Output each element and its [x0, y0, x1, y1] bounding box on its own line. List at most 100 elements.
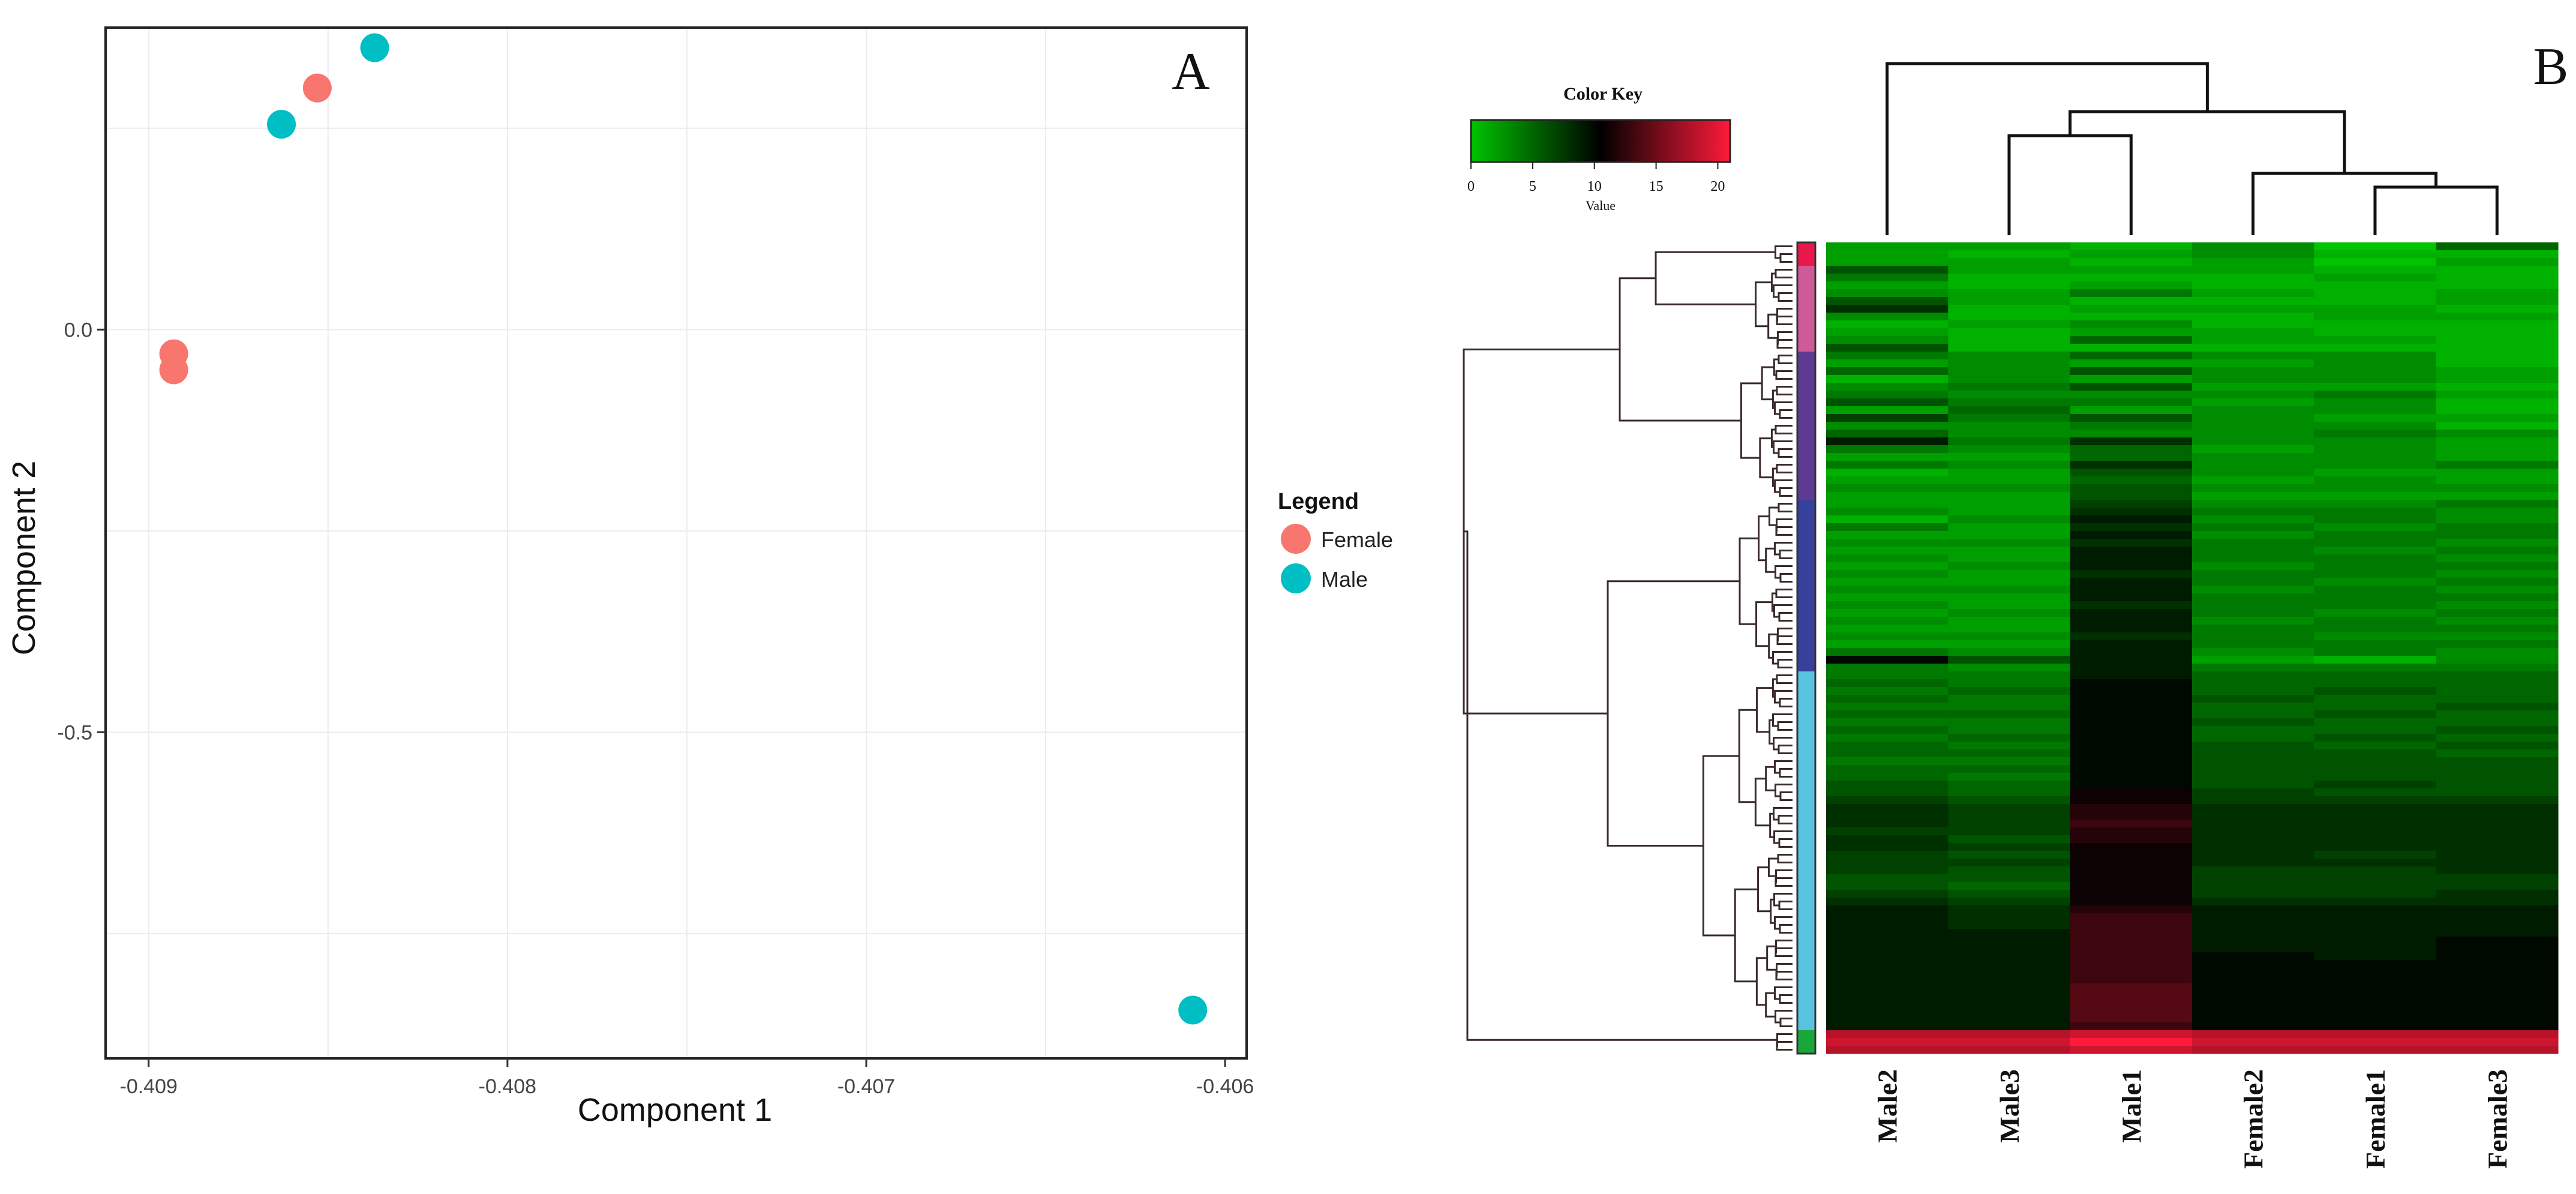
heatmap-cell: [2436, 406, 2559, 415]
heatmap-cell: [1826, 586, 1948, 594]
heatmap-cell: [2070, 328, 2193, 337]
heatmap-cell: [1826, 562, 1948, 571]
heatmap-cells: [1826, 242, 2559, 1054]
heatmap-cell: [1948, 944, 2071, 953]
heatmap-cell: [2070, 757, 2193, 766]
heatmap-cell: [1826, 406, 1948, 415]
heatmap-cell: [2192, 835, 2314, 844]
heatmap-cell: [1826, 882, 1948, 890]
heatmap-cell: [2436, 305, 2559, 313]
heatmap-cell: [1948, 430, 2071, 438]
row-dendrogram-branch: [1774, 760, 1793, 774]
heatmap-cell: [2314, 859, 2437, 867]
row-dendrogram-branch: [1702, 755, 1740, 937]
heatmap-cell: [1826, 843, 1948, 851]
heatmap-cell: [2192, 765, 2314, 773]
heatmap-cell: [2192, 913, 2314, 922]
heatmap-cell: [2192, 640, 2314, 649]
row-dendrogram-branch: [1754, 778, 1770, 827]
heatmap-cell: [2436, 500, 2559, 508]
heatmap-cell: [2436, 593, 2559, 602]
heatmap-cell: [2314, 336, 2437, 344]
heatmap-cell: [2192, 367, 2314, 376]
heatmap-cell: [1826, 593, 1948, 602]
heatmap-cell: [2070, 258, 2193, 266]
heatmap-cell: [1826, 328, 1948, 337]
color-key-tick-label: 10: [1587, 179, 1602, 194]
heatmap-cell: [2314, 968, 2437, 976]
heatmap-cell: [1826, 1038, 1948, 1046]
heatmap-cell: [1948, 289, 2071, 298]
heatmap-cell: [2436, 999, 2559, 1007]
row-dendrogram-branch: [1775, 245, 1793, 259]
heatmap-column-label: Male1: [2116, 1069, 2146, 1143]
heatmap-cell: [1826, 757, 1948, 766]
heatmap-cell: [2314, 578, 2437, 586]
heatmap-cell: [1948, 383, 2071, 391]
heatmap-cell: [2192, 523, 2314, 532]
row-dendrogram-branch: [1777, 331, 1793, 345]
row-dendrogram-branch: [1774, 542, 1793, 556]
heatmap-cell: [2314, 375, 2437, 383]
heatmap-cell: [2070, 687, 2193, 695]
heatmap-cell: [2314, 742, 2437, 750]
heatmap-cell: [2436, 968, 2559, 976]
heatmap-cell: [2436, 336, 2559, 344]
heatmap-cell: [2070, 523, 2193, 532]
heatmap-cell: [2314, 437, 2437, 446]
heatmap-cell: [1948, 781, 2071, 789]
heatmap-cell: [2314, 890, 2437, 898]
heatmap-cell: [2070, 437, 2193, 446]
row-dendrogram-branch: [1464, 530, 1778, 1041]
heatmap-cell: [2436, 937, 2559, 945]
heatmap-cell: [2192, 742, 2314, 750]
heatmap-cell: [1948, 1038, 2071, 1046]
row-dendrogram-branch: [1774, 986, 1793, 1000]
heatmap-cell: [1948, 523, 2071, 532]
column-dendrogram: [1886, 62, 2499, 235]
heatmap-cell: [2436, 664, 2559, 672]
heatmap-cell: [1948, 983, 2071, 992]
heatmap-cell: [2192, 297, 2314, 305]
heatmap-cell: [2314, 640, 2437, 649]
heatmap-cell: [1948, 703, 2071, 711]
heatmap-cell: [1826, 679, 1948, 688]
heatmap-cell: [1826, 921, 1948, 929]
heatmap-cell: [1826, 523, 1948, 532]
heatmap-cell: [2070, 297, 2193, 305]
heatmap-cell: [2070, 250, 2193, 259]
heatmap-cell: [2314, 991, 2437, 1000]
x-tick-label: -0.408: [479, 1075, 536, 1098]
row-cluster-color-bar: [1796, 241, 1817, 1055]
heatmap-cell: [2070, 281, 2193, 290]
row-cluster-bar-outline: [1796, 241, 1817, 1055]
row-dendrogram-branch: [1772, 678, 1777, 698]
heatmap-cell: [2070, 710, 2193, 719]
scatter-points: [159, 33, 1208, 1025]
heatmap-cell: [1948, 874, 2071, 883]
heatmap-cell: [2070, 859, 2193, 867]
heatmap-cell: [2070, 500, 2193, 508]
heatmap-cell: [1948, 749, 2071, 758]
heatmap-cell: [1826, 812, 1948, 820]
heatmap-cell: [2070, 570, 2193, 578]
heatmap-cell: [1826, 461, 1948, 469]
heatmap-cell: [1826, 632, 1948, 641]
heatmap-cell: [2314, 812, 2437, 820]
heatmap-cell: [2070, 383, 2193, 391]
heatmap-cell: [2070, 313, 2193, 321]
heatmap-cell: [1826, 430, 1948, 438]
heatmap-cell: [2070, 960, 2193, 968]
heatmap-cell: [2070, 1007, 2193, 1015]
heatmap-cell: [2314, 515, 2437, 524]
heatmap-cell: [1948, 578, 2071, 586]
heatmap-cell: [1948, 757, 2071, 766]
heatmap-cell: [2436, 820, 2559, 828]
heatmap-cell: [2192, 1007, 2314, 1015]
heatmap-cell: [2070, 1015, 2193, 1023]
row-dendrogram-branch: [1776, 1033, 1793, 1047]
heatmap-column-label: Female3: [2482, 1069, 2512, 1169]
heatmap-cell: [1948, 266, 2071, 274]
heatmap-cell: [2436, 796, 2559, 805]
